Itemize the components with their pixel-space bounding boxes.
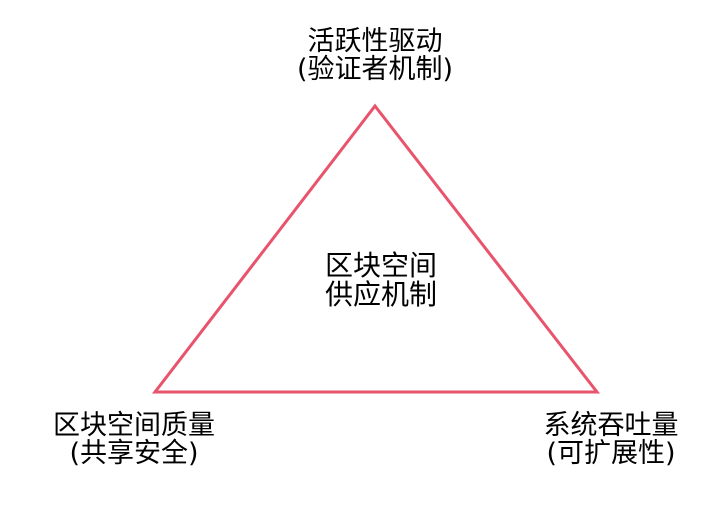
center-label-line1: 区块空间	[324, 249, 438, 282]
center-label: 区块空间 供应机制	[325, 251, 437, 310]
vertex-label-top: 活跃性驱动 (验证者机制)	[296, 26, 454, 86]
triangle-outline	[151, 103, 601, 394]
vertex-label-bottom-left-line1: 区块空间质量	[53, 410, 215, 441]
vertex-label-bottom-left-line2: (共享安全)	[69, 438, 199, 470]
vertex-label-bottom-right-line1: 系统吞吐量	[543, 410, 679, 441]
center-label-line2: 供应机制	[324, 278, 438, 312]
vertex-label-bottom-left: 区块空间质量 (共享安全)	[53, 410, 215, 470]
vertex-label-bottom-right: 系统吞吐量 (可扩展性)	[543, 410, 679, 470]
vertex-label-bottom-right-line2: (可扩展性)	[546, 438, 676, 470]
vertex-label-top-line1: 活跃性驱动	[307, 26, 443, 57]
vertex-label-top-line2: (验证者机制)	[296, 54, 454, 86]
